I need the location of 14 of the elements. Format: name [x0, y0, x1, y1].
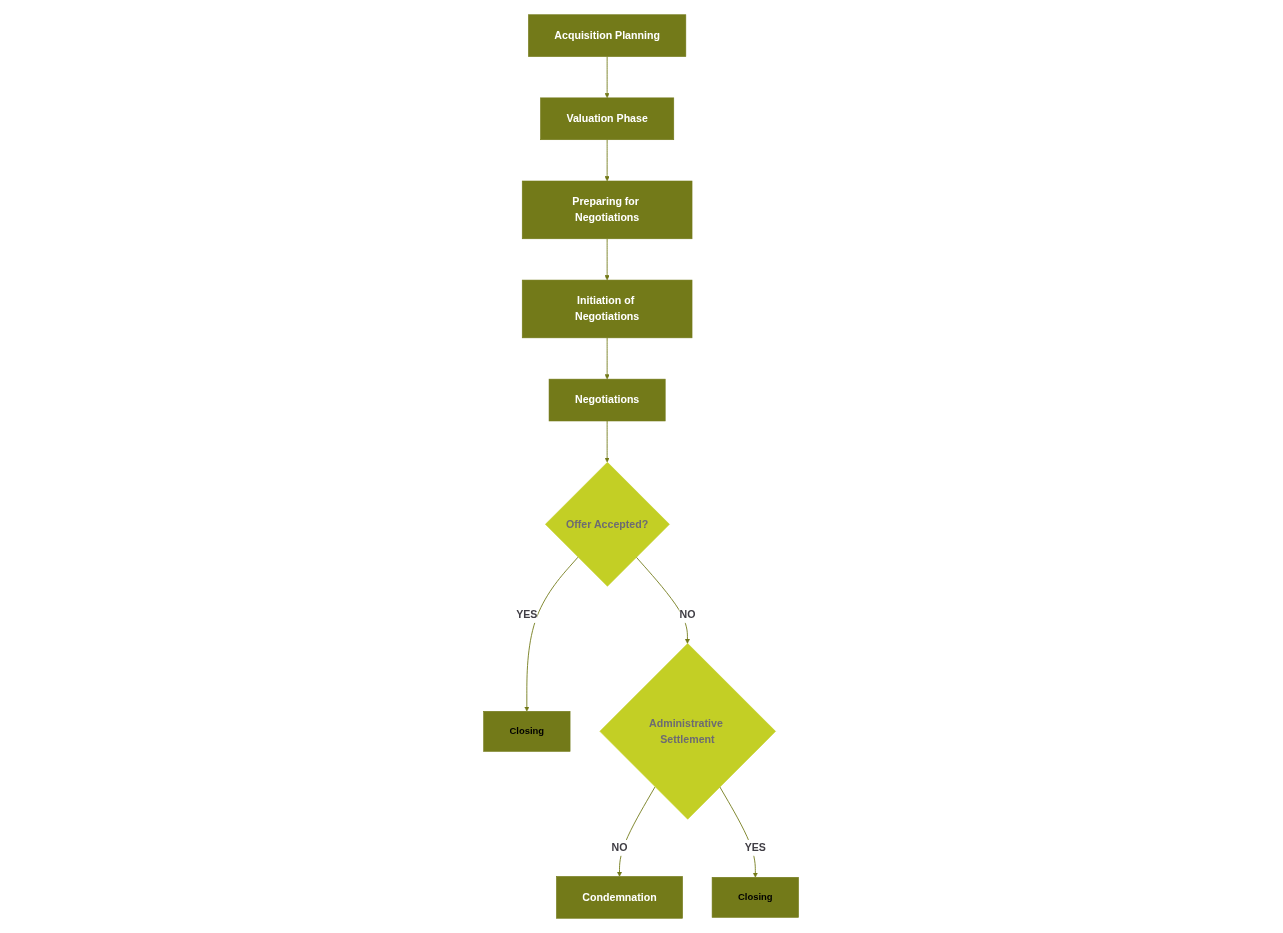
edge-label: NO — [611, 841, 628, 854]
edge-label: YES — [745, 841, 767, 854]
node-diamond: Offer Accepted? — [545, 461, 671, 587]
node-box: Initiation of Negotiations — [522, 279, 693, 339]
node-box: Valuation Phase — [540, 97, 675, 140]
edge-label: YES — [516, 608, 538, 621]
edge-label: NO — [679, 608, 696, 621]
node-box: Condemnation — [556, 876, 684, 919]
node-box: Closing — [483, 711, 571, 752]
node-box: Preparing for Negotiations — [522, 180, 693, 240]
node-box: Acquisition Planning — [528, 14, 687, 57]
node-box: Closing — [712, 877, 800, 918]
node-diamond: Administrative Settlement — [599, 643, 777, 820]
node-box: Negotiations — [549, 378, 666, 422]
